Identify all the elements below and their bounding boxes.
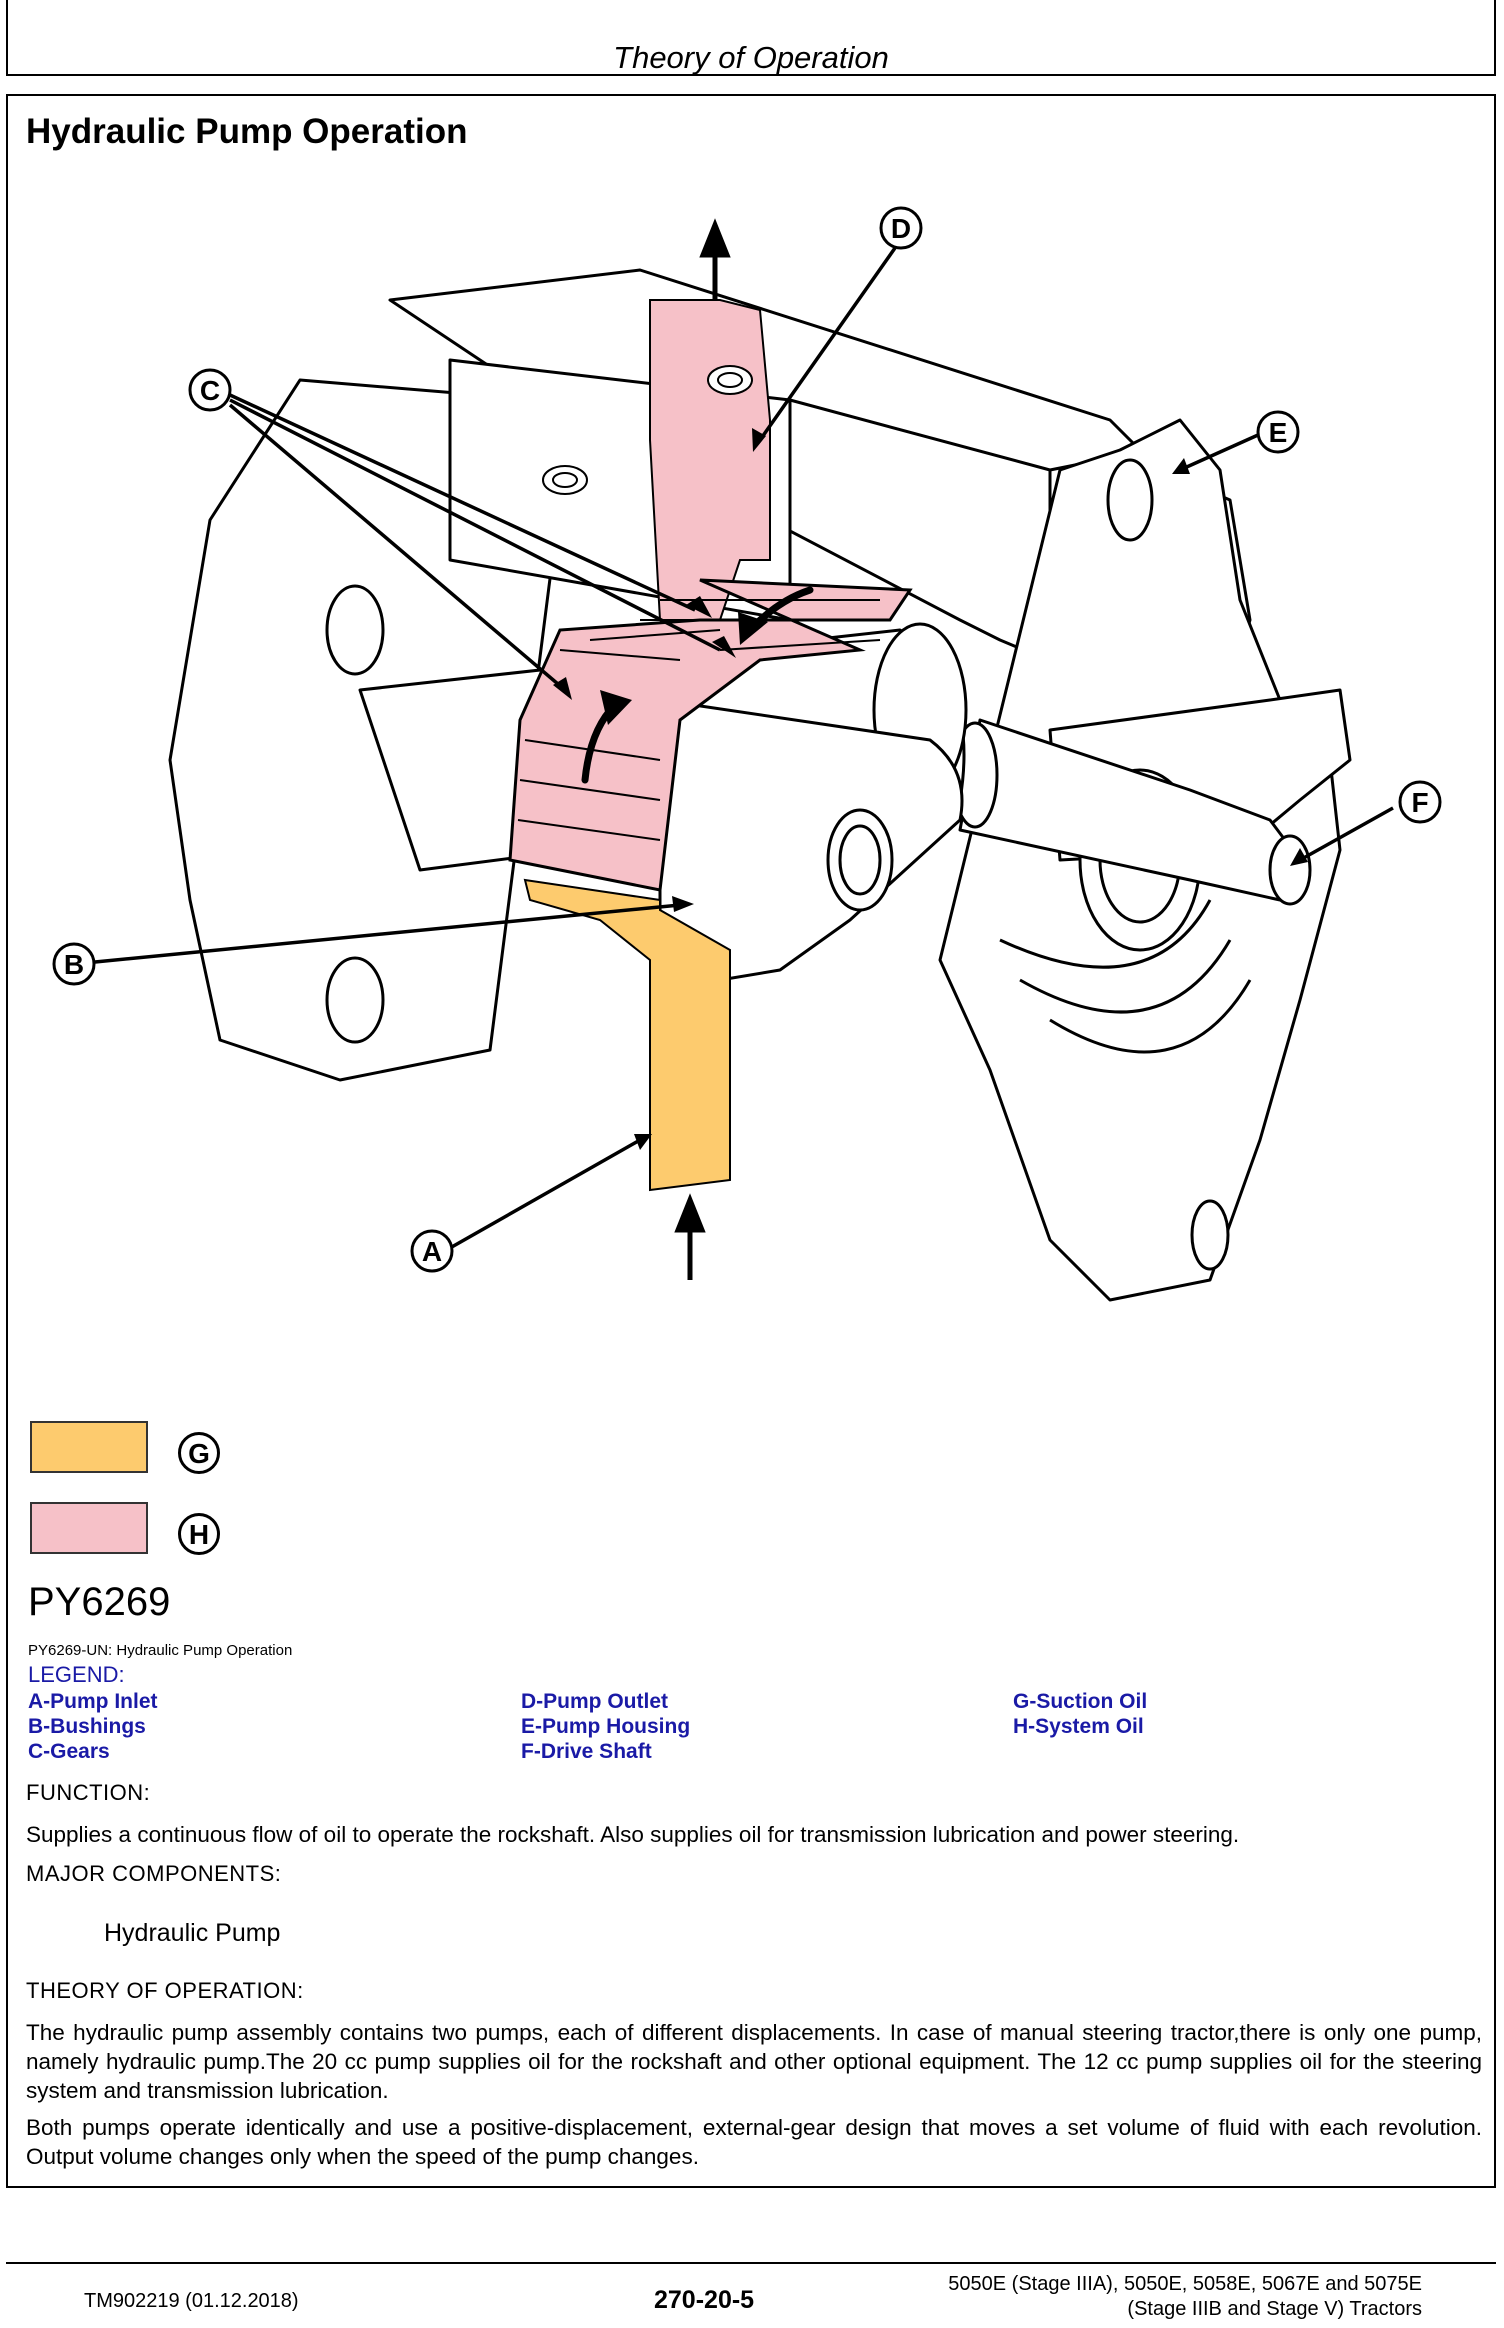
swatch-label-g: G — [178, 1432, 220, 1474]
legend-item: A-Pump Inlet — [28, 1690, 158, 1713]
footer-models-line-2: (Stage IIIB and Stage V) Tractors — [1127, 2298, 1422, 2320]
function-text: Supplies a continuous flow of oil to ope… — [26, 1822, 1240, 1847]
theory-paragraph-2: Both pumps operate identically and use a… — [26, 2115, 1482, 2169]
legend-item: E-Pump Housing — [521, 1715, 691, 1738]
theory-paragraph-1: The hydraulic pump assembly contains two… — [26, 2020, 1482, 2103]
footer-rule — [6, 2262, 1496, 2264]
legend-item: D-Pump Outlet — [521, 1690, 668, 1713]
section-title: Hydraulic Pump Operation — [26, 112, 468, 151]
legend-item: F-Drive Shaft — [521, 1740, 652, 1763]
figure-id: PY6269 — [28, 1580, 171, 1624]
callout-a: A — [410, 1229, 454, 1273]
legend-title: LEGEND: — [28, 1662, 125, 1687]
figure-caption: PY6269-UN: Hydraulic Pump Operation — [28, 1642, 293, 1659]
callout-f: F — [1398, 780, 1442, 824]
suction-oil-swatch — [30, 1421, 148, 1473]
footer-models-line-1: 5050E (Stage IIIA), 5050E, 5058E, 5067E … — [948, 2273, 1422, 2295]
hydraulic-pump-illustration: C D E F B A — [52, 206, 1442, 1302]
components-heading: MAJOR COMPONENTS: — [26, 1861, 282, 1886]
header-frame: Theory of Operation — [6, 0, 1496, 76]
footer-doc-number: TM902219 (01.12.2018) — [84, 2290, 299, 2312]
callout-c: C — [188, 368, 232, 412]
svg-text:F: F — [1411, 787, 1428, 818]
legend-item: C-Gears — [28, 1740, 110, 1763]
footer-page-number: 270-20-5 — [654, 2286, 755, 2314]
svg-text:E: E — [1269, 417, 1288, 448]
svg-text:D: D — [891, 213, 911, 244]
content-frame — [6, 94, 1496, 2188]
svg-text:C: C — [200, 375, 220, 406]
function-heading: FUNCTION: — [26, 1780, 151, 1805]
callout-b: B — [52, 942, 96, 986]
legend-item: B-Bushings — [28, 1715, 146, 1738]
svg-text:B: B — [64, 949, 84, 980]
component-item: Hydraulic Pump — [104, 1919, 281, 1947]
header-title: Theory of Operation — [613, 40, 889, 75]
footer-models: 5050E (Stage IIIA), 5050E, 5058E, 5067E … — [948, 2272, 1422, 2322]
callout-d: D — [879, 206, 923, 250]
svg-text:A: A — [422, 1236, 442, 1267]
swatch-label-h: H — [178, 1513, 220, 1555]
legend-item: H-System Oil — [1013, 1715, 1144, 1738]
theory-heading: THEORY OF OPERATION: — [26, 1978, 304, 2003]
system-oil-swatch — [30, 1502, 148, 1554]
legend-item: G-Suction Oil — [1013, 1690, 1148, 1713]
callout-e: E — [1256, 410, 1300, 454]
